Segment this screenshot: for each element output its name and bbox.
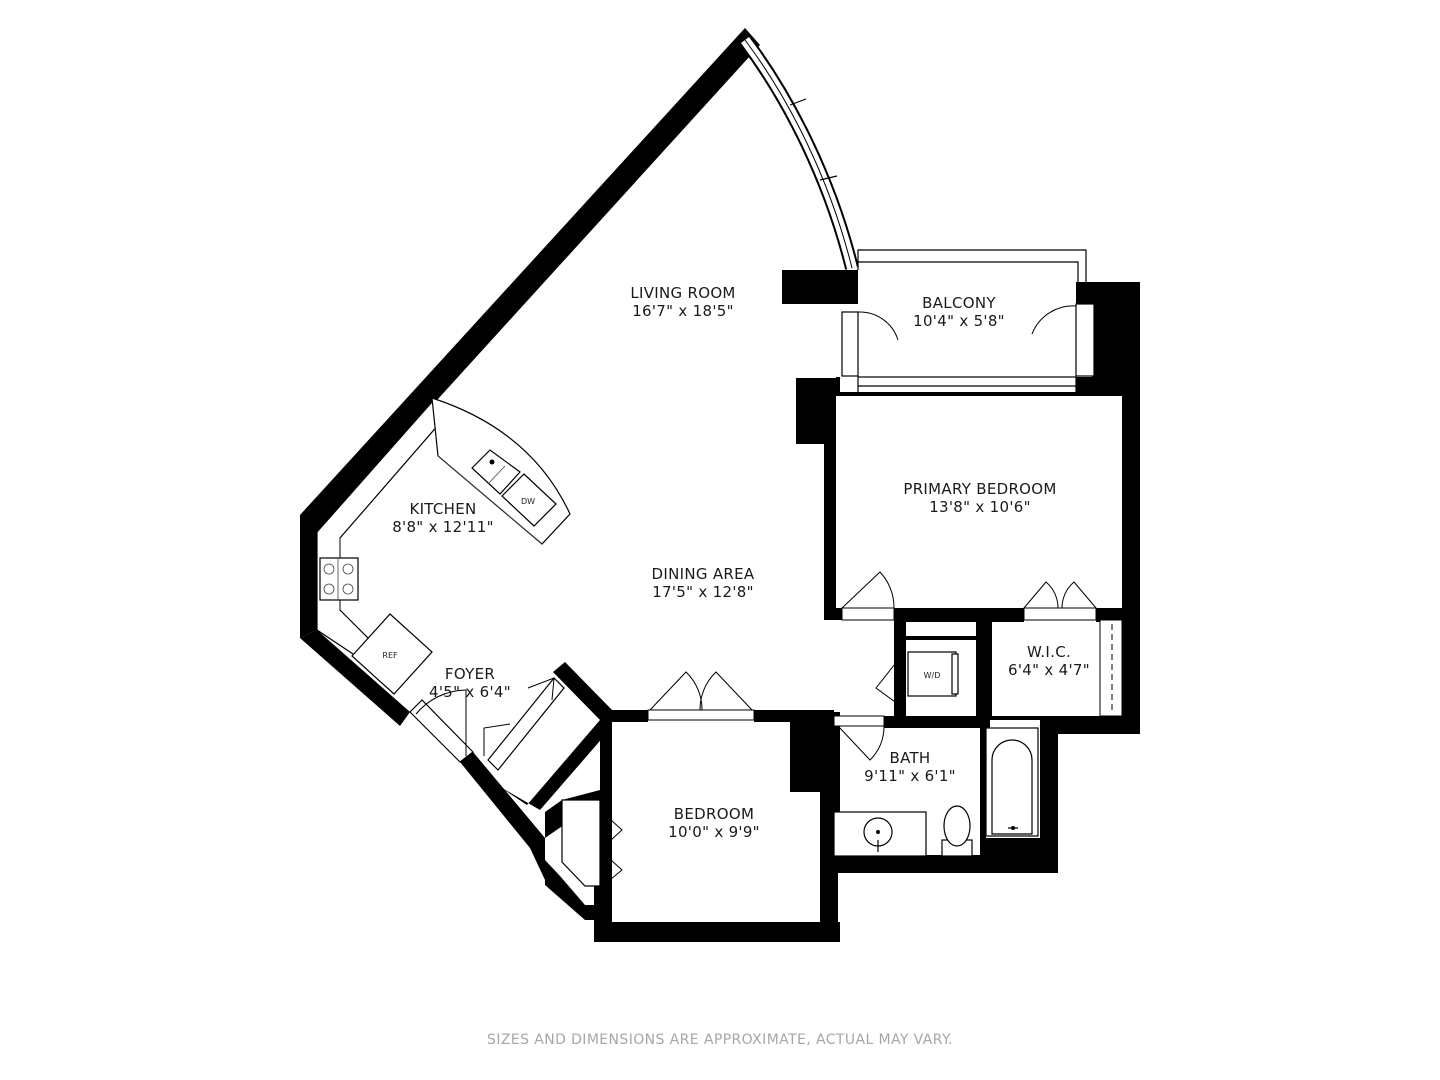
primary-bedroom-size: 13'8" x 10'6" [929, 498, 1031, 516]
wic-name: W.I.C. [1027, 643, 1071, 661]
interior-walls [409, 249, 1126, 889]
kitchen-name: KITCHEN [409, 500, 476, 518]
dining-area-size: 17'5" x 12'8" [652, 583, 754, 601]
foyer-size: 4'5" x 6'4" [429, 683, 511, 701]
room-labels: LIVING ROOM 16'7" x 18'5" BALCONY 10'4" … [392, 284, 1090, 841]
balcony-size: 10'4" x 5'8" [913, 312, 1005, 330]
dishwasher-label: DW [521, 497, 535, 506]
kitchen-size: 8'8" x 12'11" [392, 518, 494, 536]
balcony-name: BALCONY [922, 294, 996, 312]
bath-fixtures [833, 727, 1039, 857]
bedroom-name: BEDROOM [674, 805, 754, 823]
dining-area-name: DINING AREA [652, 565, 755, 583]
wic-size: 6'4" x 4'7" [1008, 661, 1090, 679]
washer-dryer: W/D [907, 651, 959, 697]
living-room-size: 16'7" x 18'5" [632, 302, 734, 320]
foyer-name: FOYER [445, 665, 495, 683]
exterior-walls [300, 28, 1140, 942]
bath-name: BATH [889, 749, 930, 767]
bath-size: 9'11" x 6'1" [864, 767, 956, 785]
disclaimer-text: SIZES AND DIMENSIONS ARE APPROXIMATE, AC… [487, 1032, 953, 1048]
living-room-name: LIVING ROOM [630, 284, 735, 302]
refrigerator-label: REF [382, 651, 398, 660]
primary-bedroom-name: PRIMARY BEDROOM [903, 480, 1056, 498]
living-room-window [739, 35, 859, 270]
kitchen-counters: REF DW [316, 397, 571, 695]
bedroom-size: 10'0" x 9'9" [668, 823, 760, 841]
washer-dryer-label: W/D [924, 671, 941, 680]
